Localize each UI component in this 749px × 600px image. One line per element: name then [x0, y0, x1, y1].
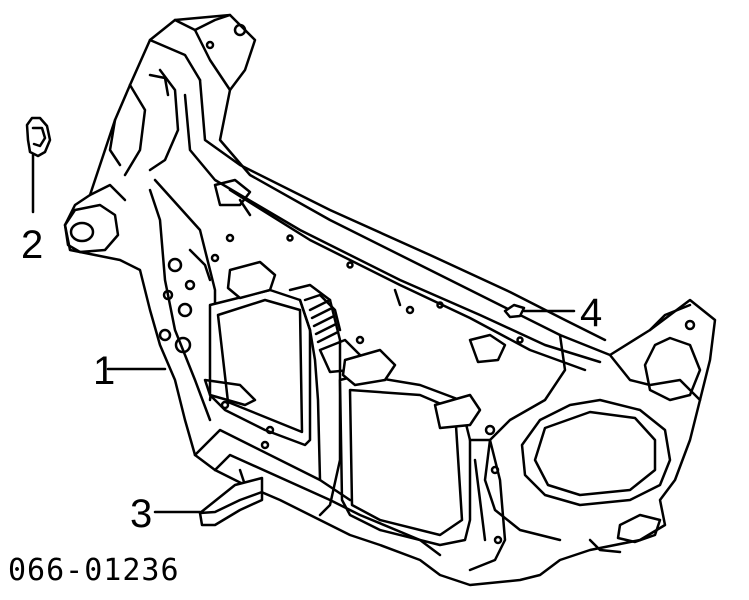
part-2-clip	[25, 116, 52, 214]
reference-code: 066-01236	[8, 553, 180, 588]
radiator-support-frame	[63, 13, 717, 587]
part-3-pad	[153, 476, 264, 527]
part-4-plug	[503, 303, 576, 319]
callout-part-1: 1	[93, 349, 116, 393]
callout-part-2: 2	[21, 223, 44, 267]
callout-part-4: 4	[580, 291, 603, 335]
callout-part-3: 3	[130, 492, 153, 536]
